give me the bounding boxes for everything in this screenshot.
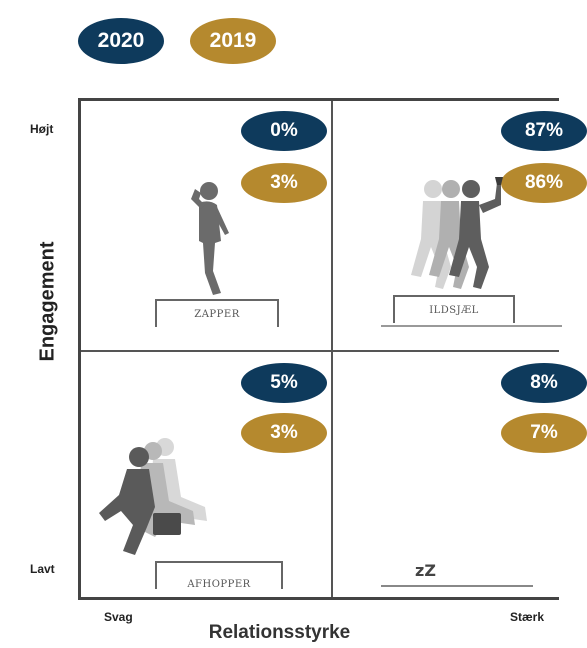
ildsjael-ground-line: [381, 325, 562, 327]
vertical-divider: [331, 101, 333, 597]
x-high-label: Stærk: [510, 610, 545, 624]
bottom-right-2020-badge: 8%: [501, 363, 587, 403]
x-axis-label: Relationsstyrke: [208, 622, 351, 643]
horizontal-divider: [81, 350, 559, 352]
y-high-label: Højt: [30, 122, 54, 136]
thinking-person-icon: [191, 182, 229, 295]
legend-2019: 2019: [190, 18, 276, 64]
y-axis-label: Engagement: [36, 241, 59, 362]
afhopper-platform: AFHOPPER: [155, 561, 283, 590]
top-left-2019-badge: 3%: [241, 163, 327, 203]
zapper-platform: ZAPPER: [155, 299, 279, 327]
y-low-label: Lavt: [30, 562, 55, 576]
falling-person-icon: [99, 438, 207, 555]
top-right-2019-badge: 86%: [501, 163, 587, 203]
top-left-2020-badge: 0%: [241, 111, 327, 151]
legend-2020: 2020: [78, 18, 164, 64]
sleep-ground-line: [381, 585, 533, 587]
quadrant-matrix: 0% 3% ZAPPER 87% 86% ILDSJÆL: [78, 98, 587, 600]
top-right-2020-badge: 87%: [501, 111, 587, 151]
ildsjael-platform: ILDSJÆL: [393, 295, 515, 323]
sleeping-zzz-icon: zZ: [415, 561, 436, 580]
bottom-left-2019-badge: 3%: [241, 413, 327, 453]
bottom-left-2020-badge: 5%: [241, 363, 327, 403]
x-low-label: Svag: [104, 610, 133, 624]
torch-runner-icon: [411, 177, 503, 289]
bottom-right-2019-badge: 7%: [501, 413, 587, 453]
